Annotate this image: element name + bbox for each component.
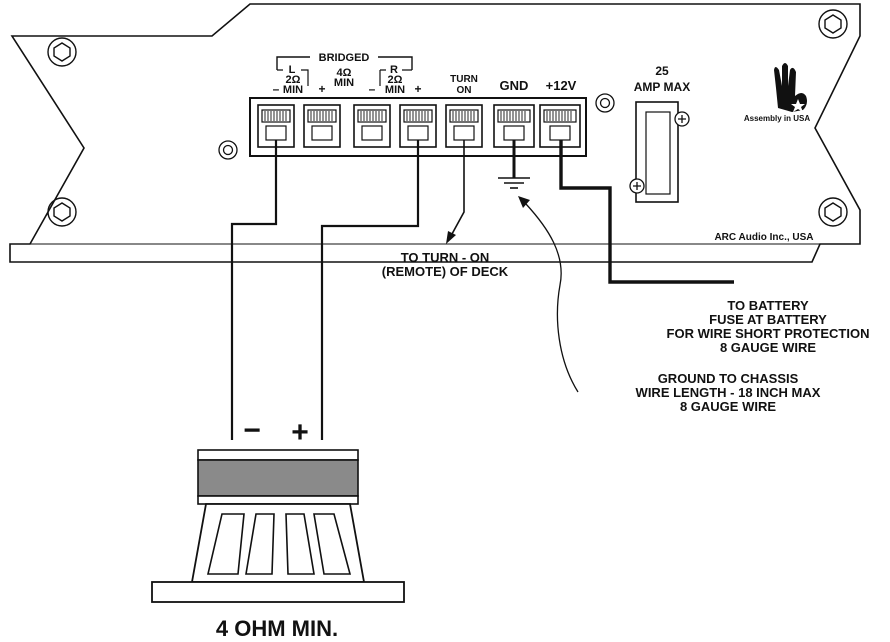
- label-turn-on: TURN: [450, 74, 478, 85]
- mounting-screw-top-left: [47, 37, 77, 67]
- mounting-screw-top-right: [818, 9, 848, 39]
- right-channel-bracket: [379, 69, 412, 86]
- fuse-holder: [629, 101, 690, 203]
- speaker-wire-positive: [320, 140, 420, 440]
- speaker-impedance-label: 4 OHM MIN.: [216, 616, 338, 641]
- terminal-plus12v[interactable]: [539, 104, 581, 148]
- mounting-screw-bottom-right: [818, 197, 848, 227]
- label-right-minus: –: [369, 82, 376, 96]
- label-bridged: BRIDGED: [319, 52, 370, 64]
- terminal-turn-on[interactable]: [445, 104, 483, 148]
- turn-on-callout-line2: (REMOTE) OF DECK: [382, 264, 509, 279]
- turn-on-wire: [451, 140, 465, 235]
- label-left: L: [289, 64, 296, 76]
- fuse-rating-number: 25: [655, 64, 669, 78]
- battery-callout-line3: FOR WIRE SHORT PROTECTION: [667, 326, 870, 341]
- label-right: R: [390, 64, 398, 76]
- label-left-2ohm: 2Ω: [286, 74, 301, 86]
- label-bridged-4ohm: 4Ω: [337, 67, 352, 79]
- speaker-minus-sign: −: [243, 414, 261, 447]
- turn-on-callout-line1: TO TURN - ON: [401, 250, 490, 265]
- label-gnd: GND: [500, 78, 529, 93]
- label-left-2ohm-min: MIN: [283, 84, 303, 96]
- battery-wire: [559, 140, 734, 284]
- company-label: ARC Audio Inc., USA: [714, 232, 813, 243]
- battery-callout-line1: TO BATTERY: [727, 298, 809, 313]
- label-plus12v: +12V: [546, 78, 577, 93]
- assembly-label: Assembly in USA: [744, 114, 810, 123]
- ground-callout-leader: [525, 203, 579, 393]
- fuse-rating-amp-max: AMP MAX: [634, 80, 690, 94]
- speaker-plus-sign: +: [291, 416, 309, 449]
- label-bridged-4ohm-min: MIN: [334, 77, 354, 89]
- battery-callout-line2: FUSE AT BATTERY: [709, 312, 827, 327]
- panel-screw-left: [218, 140, 238, 160]
- terminal-right-minus[interactable]: [353, 104, 391, 148]
- bridged-bracket: [276, 56, 413, 70]
- label-turn-on-on: ON: [457, 85, 472, 96]
- turn-on-arrowhead: [446, 231, 456, 244]
- speaker-wire-negative: [230, 140, 278, 440]
- ground-callout-line2: WIRE LENGTH - 18 INCH MAX: [636, 385, 821, 400]
- battery-callout-line4: 8 GAUGE WIRE: [720, 340, 816, 355]
- label-left-plus: +: [318, 82, 325, 96]
- terminal-left-plus[interactable]: [303, 104, 341, 148]
- speaker-icon: [151, 449, 405, 603]
- hand-ok-logo-icon: [774, 63, 807, 112]
- label-right-2ohm: 2Ω: [388, 74, 403, 86]
- label-right-2ohm-min: MIN: [385, 84, 405, 96]
- ground-callout-arrowhead: [518, 196, 530, 208]
- ground-callout-line3: 8 GAUGE WIRE: [680, 399, 776, 414]
- label-right-plus: +: [414, 82, 421, 96]
- ground-callout-line1: GROUND TO CHASSIS: [658, 371, 799, 386]
- label-left-minus: –: [273, 82, 280, 96]
- panel-screw-right: [595, 93, 615, 113]
- mounting-screw-bottom-left: [47, 197, 77, 227]
- ground-symbol-icon: [498, 177, 530, 189]
- left-channel-bracket: [277, 69, 309, 86]
